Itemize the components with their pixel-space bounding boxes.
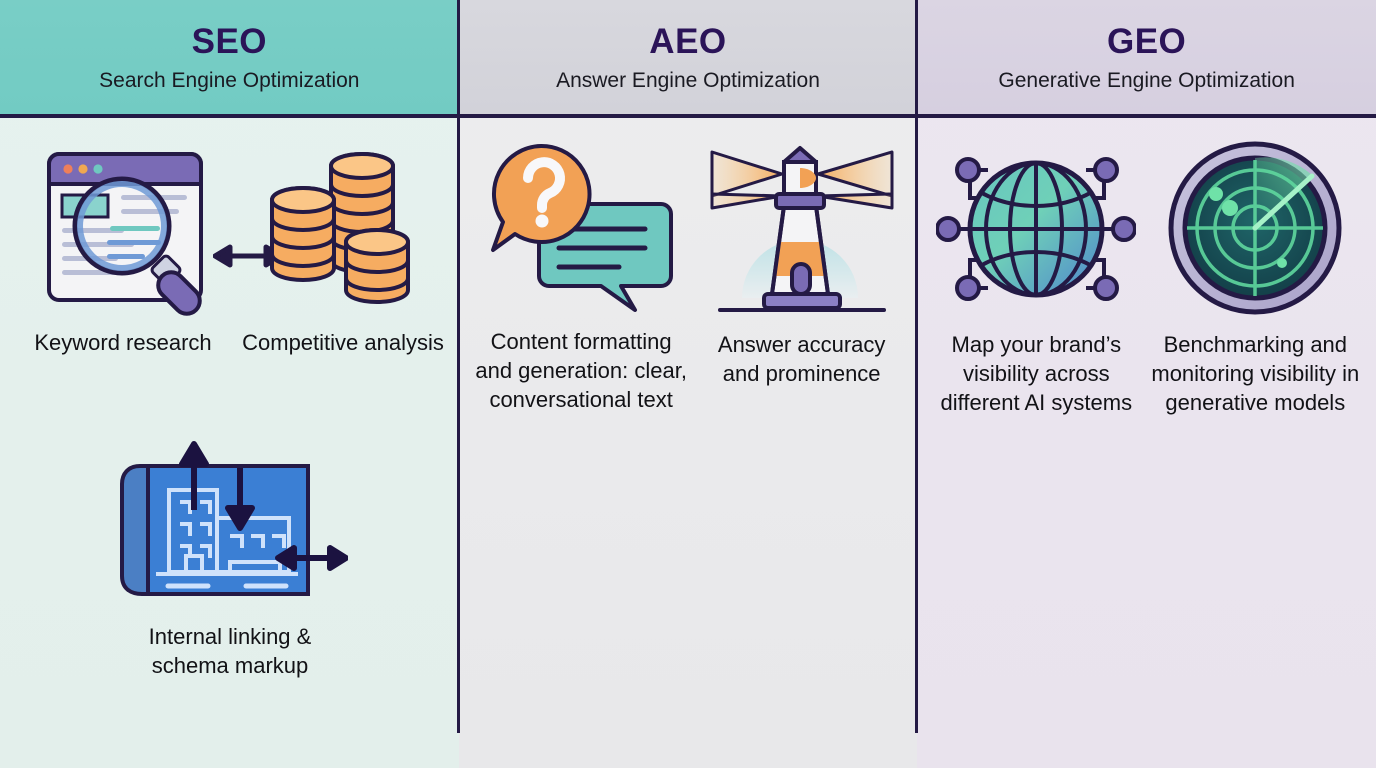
column-header-geo: GEO Generative Engine Optimization — [917, 0, 1376, 118]
item-answer-accuracy: Answer accuracy and prominence — [699, 138, 905, 388]
column-aeo: AEO Answer Engine Optimization — [458, 0, 918, 768]
item-caption: Keyword research — [34, 330, 212, 355]
column-subtitle-seo: Search Engine Optimization — [99, 68, 360, 92]
question-answer-bubbles-icon — [487, 140, 675, 315]
network-globe-icon — [936, 140, 1137, 318]
item-caption: Map your brand’s visibility across diffe… — [940, 332, 1133, 415]
item-caption: Benchmarking and monitoring visibility i… — [1151, 332, 1360, 415]
item-caption: Internal linking & schema markup — [148, 624, 312, 678]
item-map-visibility: Map your brand’s visibility across diffe… — [927, 140, 1145, 417]
radar-icon — [1160, 138, 1350, 318]
item-content-formatting: Content formatting and generation: clear… — [474, 140, 689, 414]
lighthouse-icon — [706, 138, 898, 318]
column-header-aeo: AEO Answer Engine Optimization — [458, 0, 918, 118]
column-title-aeo: AEO — [649, 21, 727, 61]
item-benchmarking: Benchmarking and monitoring visibility i… — [1149, 138, 1361, 417]
coin-stacks-icon — [258, 140, 428, 316]
column-header-seo: SEO Search Engine Optimization — [0, 0, 459, 118]
column-divider-1 — [457, 0, 460, 733]
item-competitive-analysis: Competitive analysis — [238, 140, 448, 357]
column-seo: SEO Search Engine Optimization — [0, 0, 459, 768]
item-caption: Content formatting and generation: clear… — [475, 329, 687, 412]
column-title-geo: GEO — [1106, 21, 1187, 61]
column-body-geo: Map your brand’s visibility across diffe… — [917, 118, 1376, 768]
blueprint-icon — [112, 440, 348, 610]
column-geo: GEO Generative Engine Optimization — [917, 0, 1376, 768]
item-internal-linking: Internal linking & schema markup — [110, 440, 350, 680]
browser-search-icon — [25, 138, 221, 316]
column-subtitle-geo: Generative Engine Optimization — [998, 68, 1295, 92]
item-caption: Answer accuracy and prominence — [717, 332, 886, 386]
column-subtitle-aeo: Answer Engine Optimization — [556, 68, 820, 92]
column-body-seo: Keyword research — [0, 118, 459, 768]
column-body-aeo: Content formatting and generation: clear… — [459, 118, 918, 768]
item-keyword-research: Keyword research — [14, 138, 232, 357]
column-divider-2 — [915, 0, 918, 733]
column-title-seo: SEO — [191, 21, 268, 61]
item-caption: Competitive analysis — [242, 330, 444, 355]
